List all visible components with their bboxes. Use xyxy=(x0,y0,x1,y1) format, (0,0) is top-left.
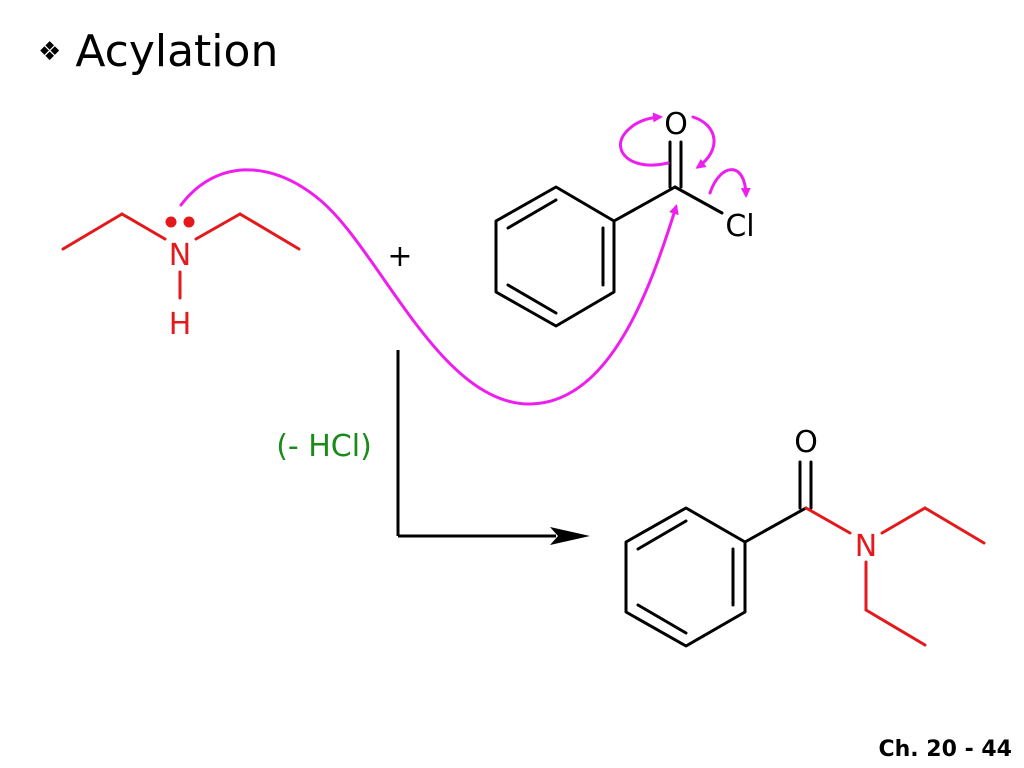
reaction-arrowhead xyxy=(550,527,590,545)
oxygen-return-arrow xyxy=(691,115,716,169)
slide-title: ❖ Acylation xyxy=(38,30,278,74)
diethylamine xyxy=(61,212,301,300)
slide-footer: Ch. 20 - 44 xyxy=(878,737,1012,762)
lone-pair-dot-right xyxy=(183,216,195,228)
title-text: Acylation xyxy=(75,26,279,77)
amine-nitrogen-label: N xyxy=(169,238,191,273)
curly-arrows xyxy=(179,112,751,406)
benzoyl-chloride xyxy=(494,140,724,328)
product-benzamide xyxy=(624,460,813,648)
product-diethyl-group xyxy=(804,506,986,647)
diamond-bullet-icon: ❖ xyxy=(38,37,62,67)
acyl-chlorine-label: Cl xyxy=(725,209,754,244)
reaction-condition: (- HCl) xyxy=(276,429,372,464)
amine-hydrogen-label: H xyxy=(169,307,192,342)
chloride-leaving-arrow xyxy=(708,168,751,198)
reaction-arrow xyxy=(396,350,556,538)
product-nitrogen-label: N xyxy=(855,529,877,564)
pi-to-oxygen-arrow xyxy=(619,112,670,167)
plus-sign: + xyxy=(387,239,412,274)
acyl-oxygen-label: O xyxy=(664,107,688,142)
lone-pair-dot-left xyxy=(165,216,177,228)
product-oxygen-label: O xyxy=(794,425,818,460)
nucleophilic-attack-arrow xyxy=(179,168,679,406)
